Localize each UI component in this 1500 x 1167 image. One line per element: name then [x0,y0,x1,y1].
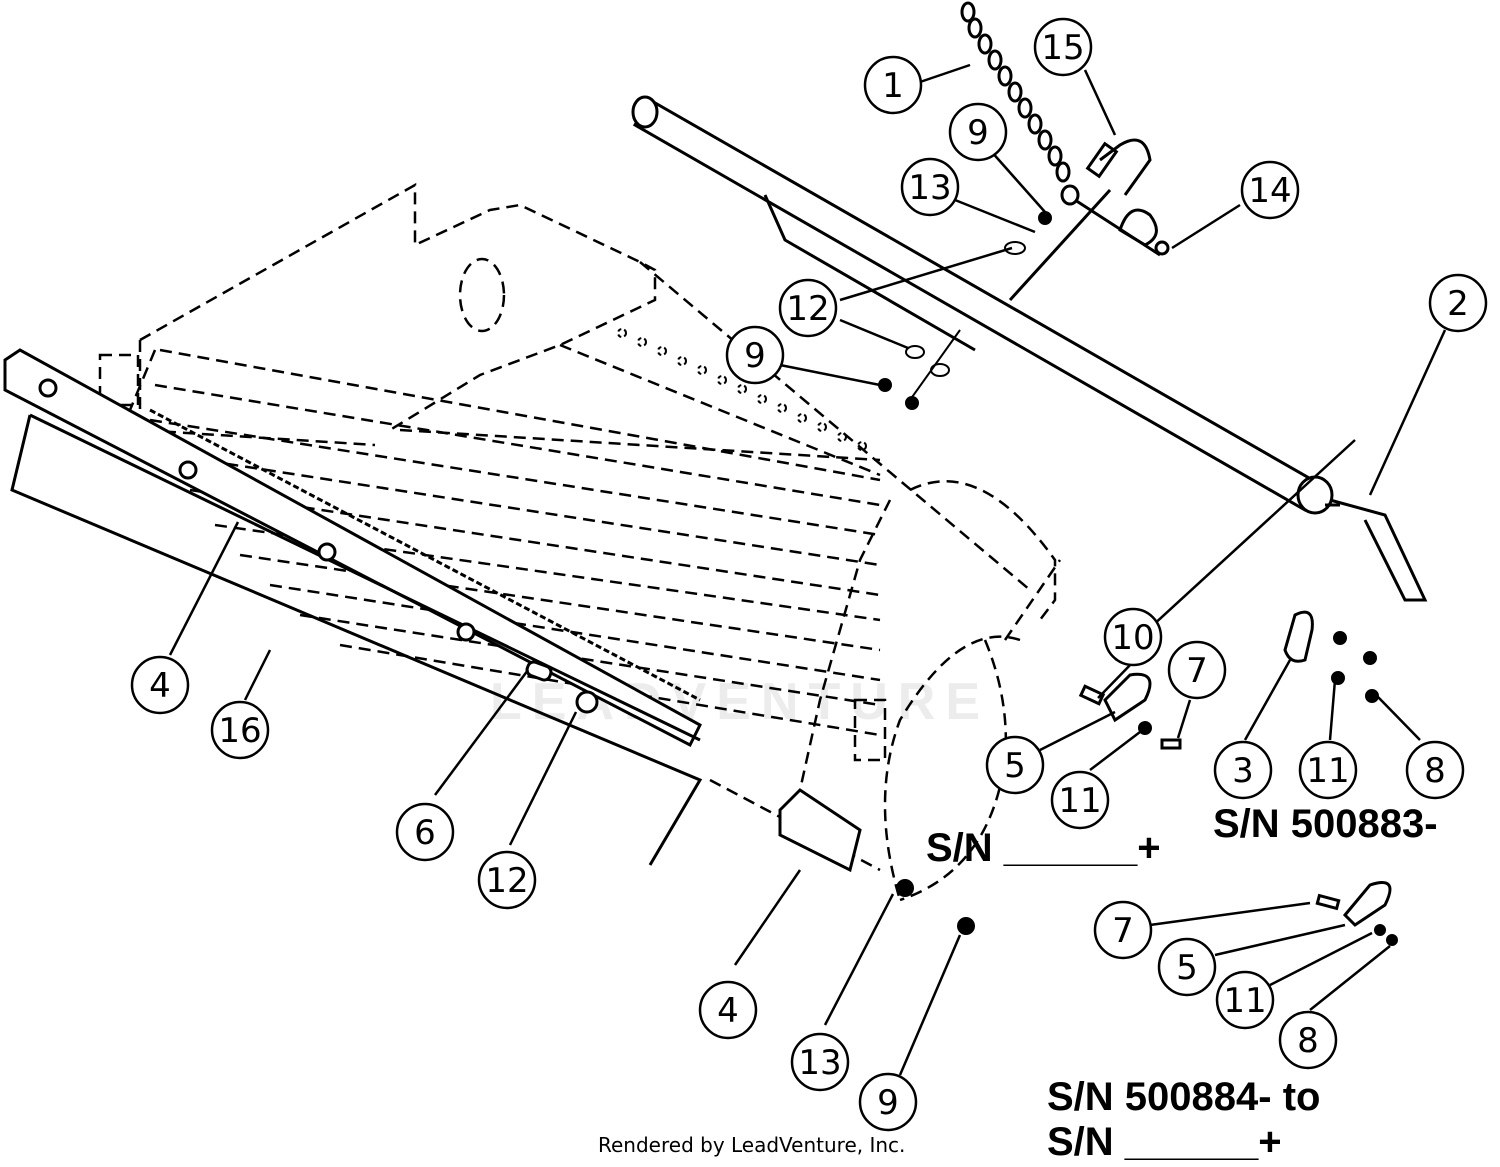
callout-9-top: 9 [967,113,989,153]
serial-label-500883: S/N 500883- [1213,802,1438,846]
chain [960,1,1080,206]
callout-12-bottom: 12 [485,861,528,901]
callout-16: 16 [218,711,261,751]
callout-10: 10 [1111,618,1154,658]
callout-3: 3 [1232,751,1254,791]
callout-11-right: 11 [1306,751,1349,791]
tiller-frame [98,182,1062,902]
callout-8-right: 8 [1424,751,1446,791]
callout-1: 1 [882,66,904,106]
callout-circles [130,17,1488,1132]
leader-lines [168,63,1447,1076]
callout-12-top: 12 [786,289,829,329]
callout-9-mid: 9 [744,336,766,376]
hardware [878,211,1398,946]
hitch-pins [1008,138,1170,302]
callout-5-lower: 5 [1176,948,1198,988]
callout-13-bottom: 13 [798,1043,841,1083]
footer-credit: Rendered by LeadVenture, Inc. [598,1133,906,1157]
serial-label-blank: S/N ______+ [926,826,1161,870]
callout-7-lower: 7 [1112,911,1134,951]
rear-shield [3,348,862,873]
callout-11-upper: 11 [1058,781,1101,821]
callout-13-top: 13 [908,168,951,208]
callout-7-upper: 7 [1186,651,1208,691]
callout-2: 2 [1447,284,1469,324]
callout-numbers: 1 15 9 13 14 12 2 9 10 7 4 16 5 11 3 11 … [149,28,1469,1123]
callout-4-left: 4 [149,666,171,706]
callout-14: 14 [1248,171,1291,211]
brackets [1078,610,1392,927]
serial-label-500884-end: S/N ______+ [1047,1120,1282,1164]
serial-label-500884: S/N 500884- to [1047,1075,1321,1119]
callout-4-bottom: 4 [717,991,739,1031]
callout-5-upper: 5 [1004,746,1026,786]
callout-6: 6 [414,813,436,853]
callout-11-lower: 11 [1223,981,1266,1021]
frame-holes [617,328,867,451]
callout-15: 15 [1041,28,1084,68]
callout-8-lower: 8 [1297,1021,1319,1061]
callout-9-bottom: 9 [877,1083,899,1123]
